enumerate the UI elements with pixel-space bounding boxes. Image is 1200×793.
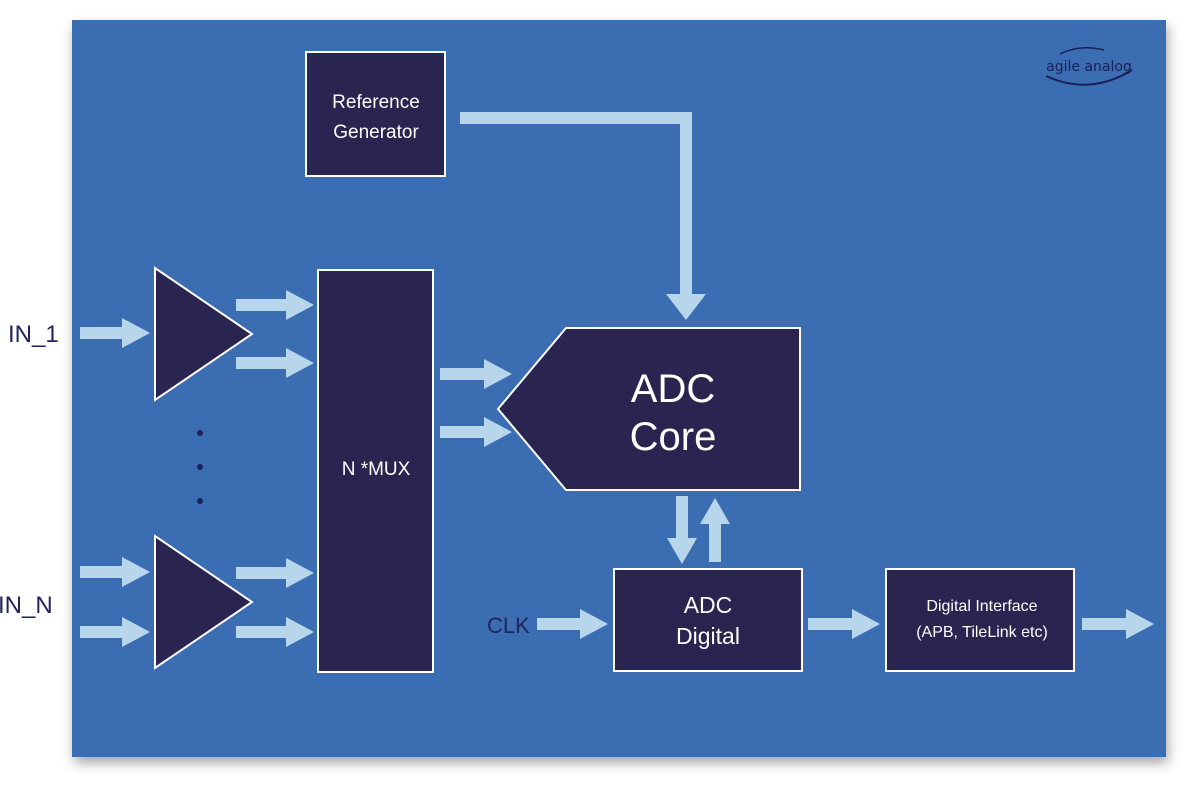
input-label-in-n: IN_N [0, 592, 53, 619]
digital-interface-label-2: (APB, TileLink etc) [916, 624, 1048, 641]
in1-input-arrow [80, 318, 150, 348]
mux-to-adc-arrow-2 [440, 417, 512, 447]
dot-2 [197, 464, 203, 470]
adc-digital-to-core-arrow [700, 498, 730, 562]
ellipsis-dots [197, 430, 203, 504]
logo-arc-icon [1045, 69, 1133, 86]
clk-input-arrow [537, 609, 608, 639]
agile-analog-logo: agile analog [1045, 47, 1133, 86]
dot-3 [197, 498, 203, 504]
adc-digital-block: ADC Digital [613, 568, 803, 672]
amplifier-n-triangle [154, 534, 254, 670]
logo-text: agile analog [1046, 59, 1132, 75]
ampN-to-mux-arrow-2 [236, 617, 314, 647]
inN-input-arrow-2 [80, 617, 150, 647]
digital-interface-label-1: Digital Interface [926, 598, 1037, 615]
adc-core-label-2: Core [630, 415, 717, 459]
adc-digital-label-1: ADC [684, 592, 733, 618]
reference-generator-block: Reference Generator [305, 51, 446, 177]
amp1-to-mux-arrow-2 [236, 348, 314, 378]
adc-core-label-1: ADC [631, 367, 715, 411]
amplifier-1-triangle [154, 266, 254, 402]
mux-block: N *MUX [317, 269, 434, 673]
clock-label: CLK [487, 613, 530, 638]
mux-to-adc-arrow-1 [440, 359, 512, 389]
input-label-in-1: IN_1 [8, 321, 59, 348]
reference-generator-label-1: Reference [332, 92, 420, 113]
arrows [80, 112, 1154, 647]
reference-to-adc-arrow [460, 112, 706, 320]
mux-label: N *MUX [342, 459, 411, 480]
ampN-to-mux-arrow-1 [236, 558, 314, 588]
inN-input-arrow-1 [80, 557, 150, 587]
adc-core-block: ADC Core [496, 327, 801, 491]
adc-digital-label-2: Digital [676, 623, 740, 649]
adc-core-to-digital-arrow [667, 496, 697, 564]
digital-to-interface-arrow [808, 609, 880, 639]
amp1-to-mux-arrow-1 [236, 290, 314, 320]
reference-generator-label-2: Generator [333, 122, 419, 143]
output-arrow [1082, 609, 1154, 639]
logo-arc-top-icon [1059, 47, 1105, 55]
digital-interface-block: Digital Interface (APB, TileLink etc) [885, 568, 1075, 672]
dot-1 [197, 430, 203, 436]
